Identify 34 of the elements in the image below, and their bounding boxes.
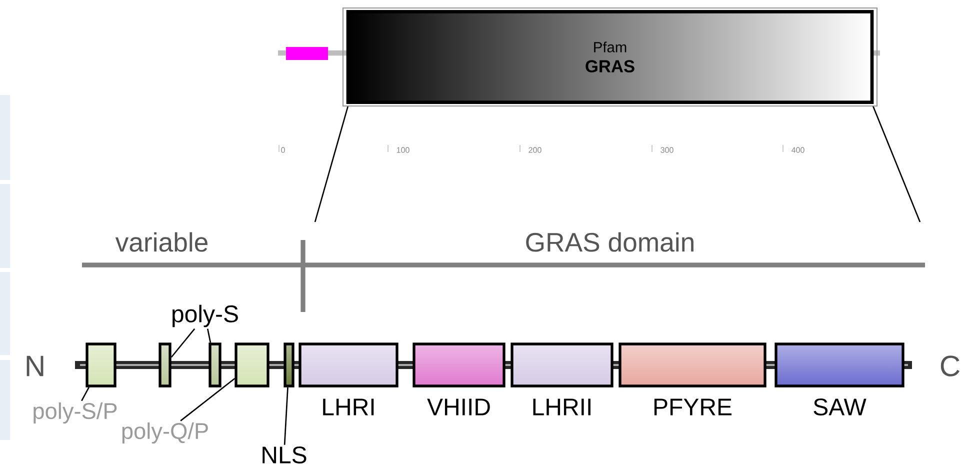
tick: 100 bbox=[396, 147, 410, 153]
leader-line bbox=[284, 387, 288, 445]
domain-label: VHIID bbox=[427, 398, 490, 416]
domain-box bbox=[412, 342, 506, 388]
leader-line bbox=[170, 328, 196, 358]
domain-box bbox=[298, 342, 398, 388]
leader-line bbox=[81, 387, 90, 402]
domain-box bbox=[158, 342, 172, 388]
domain-label: LHRI bbox=[323, 398, 374, 416]
domain-label: PFYRE bbox=[654, 398, 732, 416]
domain-box bbox=[774, 342, 904, 388]
motif-label: poly-S bbox=[172, 304, 238, 328]
region-label: variable bbox=[115, 232, 208, 252]
domain-box: Pfam GRAS bbox=[346, 10, 874, 104]
region-label: GRAS domain bbox=[526, 232, 694, 252]
domain-box bbox=[510, 342, 614, 388]
domain-box bbox=[86, 342, 116, 388]
tick: 0 bbox=[281, 147, 285, 153]
tick: 200 bbox=[528, 147, 542, 153]
motif-label: poly-Q/P bbox=[122, 422, 208, 444]
domain-label: LHRII bbox=[533, 398, 590, 416]
domain-box bbox=[284, 342, 294, 388]
domain-box bbox=[234, 342, 270, 388]
tick: 300 bbox=[660, 147, 674, 153]
motif-label: NLS bbox=[262, 446, 306, 464]
leader-line bbox=[206, 328, 212, 343]
motif-label: poly-S/P bbox=[34, 402, 117, 424]
domain-box bbox=[618, 342, 766, 388]
terminus-label: C bbox=[940, 356, 960, 376]
terminus-label: N bbox=[26, 356, 44, 376]
domain-label: SAW bbox=[814, 398, 866, 416]
domain-box bbox=[208, 342, 222, 388]
leader-line bbox=[180, 378, 236, 422]
tick: 400 bbox=[792, 147, 804, 153]
